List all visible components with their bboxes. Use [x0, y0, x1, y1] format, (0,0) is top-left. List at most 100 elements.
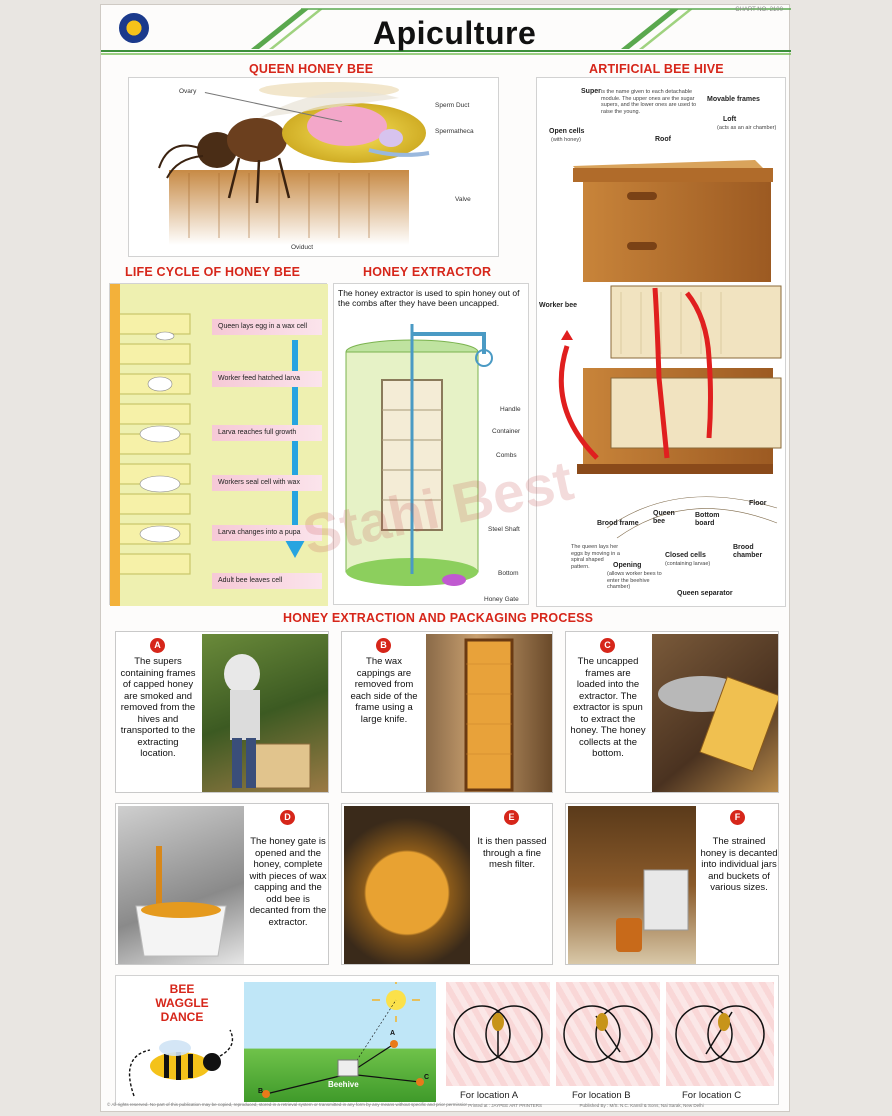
photo-beekeeper-smoking	[202, 634, 328, 792]
hive-label-brood-frame: Brood frame	[597, 520, 639, 527]
lifecycle-step-1: Queen lays egg in a wax cell	[212, 319, 322, 335]
footer-copyright: © All rights reserved. No part of this p…	[107, 1102, 467, 1107]
step-e-text: It is then passed through a fine mesh fi…	[477, 836, 547, 870]
lifecycle-step-3: Larva reaches full growth	[212, 425, 322, 441]
lifecycle-step-2: Worker feed hatched larva	[212, 371, 322, 387]
extractor-heading: HONEY EXTRACTOR	[363, 265, 492, 279]
hive-label-worker-bee: Worker bee	[539, 302, 577, 309]
waggle-heading: BEE WAGGLE DANCE	[134, 982, 230, 1024]
chart-code: CHART NO. 2100	[735, 7, 783, 13]
waggle-field-scene: Beehive A B C	[244, 978, 436, 1102]
page-title: Apiculture	[373, 15, 537, 51]
label-ovary: Ovary	[179, 88, 197, 95]
extractor-label-combs: Combs	[496, 452, 517, 459]
beehive-label: Beehive	[328, 1080, 359, 1089]
photo-honey-gate	[118, 806, 244, 964]
hive-opening-desc: (allows worker bees to enter the beehive…	[607, 571, 662, 590]
queen-heading: QUEEN HONEY BEE	[249, 62, 374, 76]
step-f-text: The strained honey is decanted into indi…	[700, 836, 778, 893]
waggle-heading-line-3: DANCE	[160, 1010, 204, 1024]
title-band: Apiculture CHART NO. 2100	[101, 5, 791, 57]
footer: © All rights reserved. No part of this p…	[107, 1102, 785, 1108]
hive-label-opening: Opening	[613, 562, 642, 569]
label-sperm-duct: Sperm Duct	[435, 102, 470, 109]
publisher-logo	[119, 13, 149, 43]
waggle-bee-illustration	[128, 1029, 234, 1097]
hive-panel: Super is the name given to each detachab…	[536, 77, 786, 607]
waggle-heading-line-1: BEE	[169, 982, 195, 996]
hive-loft-desc: (acts as an air chamber)	[717, 125, 777, 131]
process-step-b: B The wax cappings are removed from each…	[341, 631, 553, 793]
hive-label-brood-chamber: Brood chamber	[733, 544, 763, 559]
lifecycle-step-6: Adult bee leaves cell	[212, 573, 322, 589]
photo-uncapping-frame	[426, 634, 552, 792]
process-step-c: C The uncapped frames are loaded into th…	[565, 631, 779, 793]
photo-loading-extractor	[652, 634, 778, 792]
hive-label-queen-separator: Queen separator	[677, 590, 733, 597]
caption-location-a: For location A	[460, 1090, 519, 1101]
waggle-panel: BEE WAGGLE DANCE	[115, 975, 779, 1105]
extractor-illustration	[345, 324, 493, 586]
badge-e: E	[504, 810, 519, 825]
waggle-point-a: A	[390, 1030, 396, 1037]
dance-pattern-b	[556, 982, 660, 1086]
badge-f: F	[730, 810, 745, 825]
hive-queen-note: The queen lays her eggs by moving in a s…	[571, 544, 620, 570]
hive-label-roof: Roof	[655, 136, 671, 143]
photo-mesh-filter	[344, 806, 470, 964]
step-a-text: The supers containing frames of capped h…	[120, 656, 196, 759]
dance-pattern-c	[666, 982, 774, 1086]
hive-label-closed-cells: Closed cells	[665, 552, 706, 559]
extractor-label-bottom: Bottom	[498, 570, 519, 577]
extractor-label-steel-shaft: Steel Shaft	[488, 526, 520, 533]
photo-honey-jars	[568, 806, 696, 964]
lifecycle-heading: LIFE CYCLE OF HONEY BEE	[125, 265, 301, 279]
dance-pattern-a	[446, 982, 550, 1086]
hive-super-desc: is the name given to each detachable mod…	[601, 89, 697, 115]
lifecycle-step-4: Workers seal cell with wax	[212, 475, 322, 491]
title-stripes	[101, 8, 791, 55]
extractor-panel: The honey extractor is used to spin hone…	[333, 283, 529, 605]
badge-b: B	[376, 638, 391, 653]
hive-heading: ARTIFICIAL BEE HIVE	[589, 62, 724, 76]
waggle-heading-line-2: WAGGLE	[155, 996, 209, 1010]
caption-location-c: For location C	[682, 1090, 742, 1101]
process-step-e: E It is then passed through a fine mesh …	[341, 803, 553, 965]
process-heading: HONEY EXTRACTION AND PACKAGING PROCESS	[283, 611, 594, 625]
label-spermatheca: Spermatheca	[435, 128, 474, 135]
queen-panel: Ovary Sperm Duct Spermatheca Valve Ovidu…	[128, 77, 499, 257]
chart-page: Apiculture CHART NO. 2100 QUEEN HONEY BE…	[100, 4, 791, 1112]
hive-label-super: Super	[581, 88, 601, 95]
footer-printer: Printed at : JAYPEE ART PRINTERS	[468, 1103, 543, 1108]
extractor-desc: The honey extractor is used to spin hone…	[338, 288, 520, 308]
badge-c: C	[600, 638, 615, 653]
extractor-label-container: Container	[492, 428, 521, 435]
lifecycle-step-5: Larva changes into a pupa	[212, 525, 322, 541]
hive-closed-cells-desc: (containing larvae)	[665, 561, 711, 567]
label-oviduct: Oviduct	[291, 244, 314, 251]
honeycomb-cells	[109, 284, 328, 606]
hive-label-bottom-board: Bottom board	[695, 512, 720, 527]
extractor-label-handle: Handle	[500, 406, 521, 413]
step-d-text: The honey gate is opened and the honey, …	[249, 836, 327, 928]
hive-label-queen-bee: Queen bee	[653, 510, 675, 525]
queen-bee-illustration	[158, 82, 430, 245]
hive-label-open-cells: Open cells	[549, 128, 585, 135]
caption-location-b: For location B	[572, 1090, 631, 1101]
step-b-text: The wax cappings are removed from each s…	[350, 656, 418, 725]
waggle-point-c: C	[424, 1074, 430, 1081]
hive-label-movable-frames: Movable frames	[707, 96, 760, 103]
footer-publisher: Published By : M/S. N.C. Kansil & Sons, …	[579, 1103, 704, 1108]
hive-label-loft: Loft	[723, 116, 737, 123]
badge-d: D	[280, 810, 295, 825]
hive-open-cells-desc: (with honey)	[551, 137, 581, 143]
waggle-point-b: B	[258, 1088, 264, 1095]
badge-a: A	[150, 638, 165, 653]
process-step-f: F The strained honey is decanted into in…	[565, 803, 779, 965]
hive-label-floor: Floor	[749, 500, 767, 507]
extractor-label-honey-gate: Honey Gate	[484, 596, 519, 603]
process-step-d: D The honey gate is opened and the honey…	[115, 803, 329, 965]
lifecycle-panel	[109, 283, 328, 606]
process-step-a: A The supers containing frames of capped…	[115, 631, 329, 793]
label-valve: Valve	[455, 196, 471, 203]
